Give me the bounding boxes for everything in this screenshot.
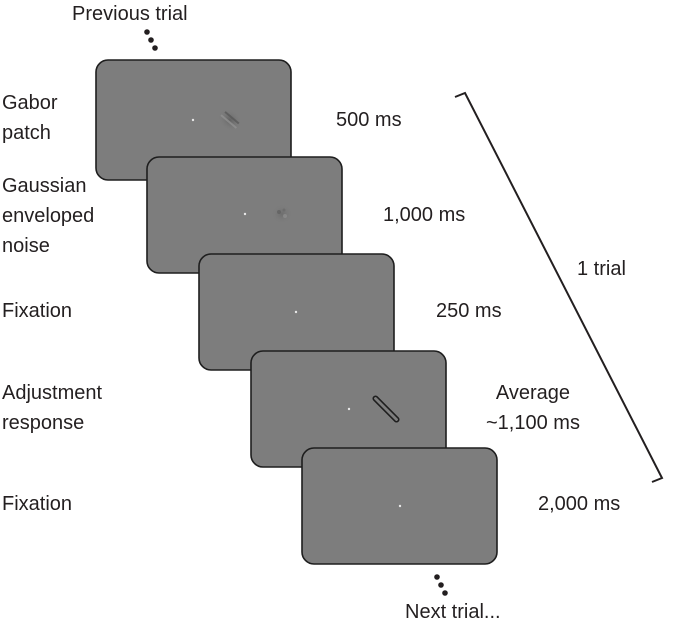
stage-label-line: Gaussian — [2, 175, 87, 197]
stage-label-line: Gabor — [2, 92, 58, 114]
ellipsis-dot — [152, 45, 158, 51]
previous-trial-dots — [144, 29, 158, 51]
screen-fixation-2 — [301, 447, 498, 565]
duration-line: ~1,100 ms — [486, 412, 580, 434]
noise-stimulus — [271, 204, 293, 224]
stage-label-line: noise — [2, 235, 50, 257]
fixation-dot — [294, 310, 298, 314]
duration-line: 1,000 ms — [383, 204, 466, 226]
screen-gabor-patch — [95, 59, 292, 181]
duration-line: Average — [495, 382, 571, 404]
duration-line: 250 ms — [436, 300, 502, 322]
stage-label-gabor-patch: Gabor patch — [2, 88, 58, 148]
ellipsis-dot — [434, 574, 440, 580]
duration-adjustment-response: Average ~1,100 ms — [486, 378, 580, 438]
stage-label-gaussian-noise: Gaussian enveloped noise — [2, 171, 94, 261]
fixation-dot — [243, 212, 247, 216]
next-trial-dots — [434, 574, 448, 596]
next-trial-label: Next trial... — [405, 601, 501, 623]
screen-adjustment-response — [250, 350, 447, 468]
ellipsis-dot — [148, 37, 154, 43]
duration-line: 500 ms — [336, 109, 402, 131]
oriented-bar-stimulus — [372, 395, 400, 423]
stage-label-fixation-2: Fixation — [2, 489, 72, 519]
duration-fixation-1: 250 ms — [436, 296, 502, 326]
duration-fixation-2: 2,000 ms — [538, 489, 620, 519]
trial-bracket — [454, 91, 664, 483]
gabor-patch-stimulus — [218, 108, 242, 132]
duration-gaussian-noise: 1,000 ms — [383, 200, 465, 230]
stage-label-line: Adjustment — [2, 382, 103, 404]
stage-label-line: enveloped — [2, 205, 95, 227]
stage-label-line: response — [2, 412, 85, 434]
stage-label-line: Fixation — [2, 493, 73, 515]
stage-label-adjustment-response: Adjustment response — [2, 378, 102, 438]
ellipsis-dot — [144, 29, 150, 35]
fixation-dot — [191, 118, 195, 122]
previous-trial-label: Previous trial — [72, 3, 188, 25]
stage-label-line: patch — [2, 122, 51, 144]
duration-gabor-patch: 500 ms — [336, 105, 402, 135]
fixation-dot — [398, 504, 402, 508]
trial-bracket-label: 1 trial — [577, 258, 626, 280]
fixation-dot — [347, 407, 351, 411]
ellipsis-dot — [442, 590, 448, 596]
stage-label-fixation-1: Fixation — [2, 296, 72, 326]
ellipsis-dot — [438, 582, 444, 588]
duration-line: 2,000 ms — [538, 493, 621, 515]
stage-label-line: Fixation — [2, 300, 73, 322]
